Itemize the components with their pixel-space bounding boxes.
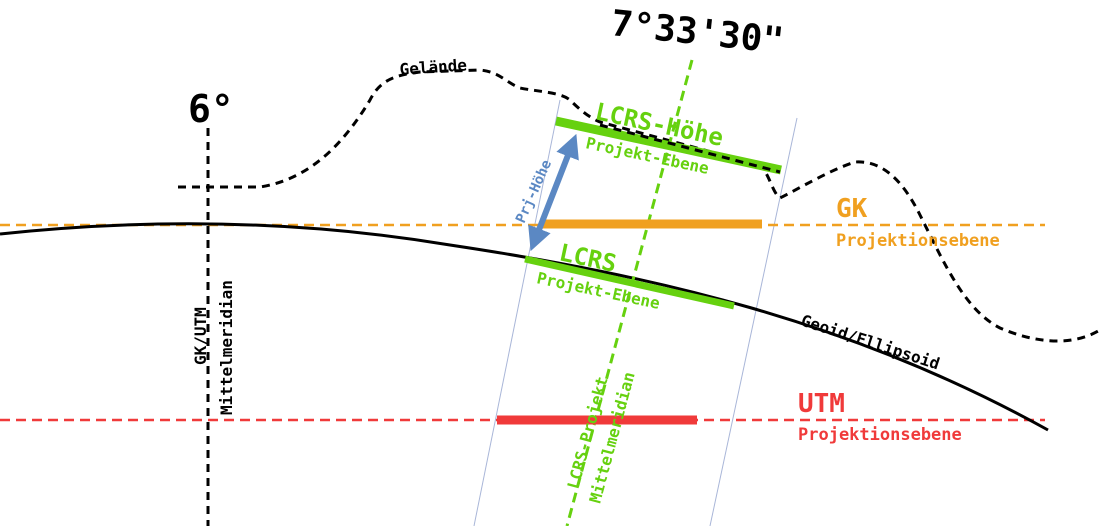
- meridian-7-label: 7°33'30": [609, 3, 786, 62]
- utm-subtitle: Projektionsebene: [798, 425, 962, 445]
- lcrs-hoehe-overlay: [599, 123, 781, 174]
- lcrs-hoehe-bar: [555, 116, 782, 175]
- geoid-ellipsoid-curve: [0, 222, 1049, 432]
- lcrs-bar: [524, 255, 735, 310]
- lcrs-meridian-line: [565, 59, 694, 526]
- terrain-label: Gelände: [399, 55, 468, 79]
- prj-hoehe-label: Prj-Höhe: [513, 158, 555, 226]
- gk-utm-meridian-label-1: GK/UTM: [191, 307, 210, 365]
- meridian-6-label: 6°: [188, 87, 234, 131]
- geoid-label: Geoid/Ellipsoid: [799, 311, 942, 374]
- lcrs-title: LCRS: [557, 238, 619, 277]
- gk-utm-meridian-label-2: Mittelmeridian: [217, 280, 236, 415]
- gk-subtitle: Projektionsebene: [836, 231, 1000, 251]
- prj-hoehe-arrow: [528, 133, 579, 252]
- utm-title: UTM: [798, 389, 845, 419]
- gk-title: GK: [836, 194, 868, 224]
- guide-line-right: [709, 117, 798, 526]
